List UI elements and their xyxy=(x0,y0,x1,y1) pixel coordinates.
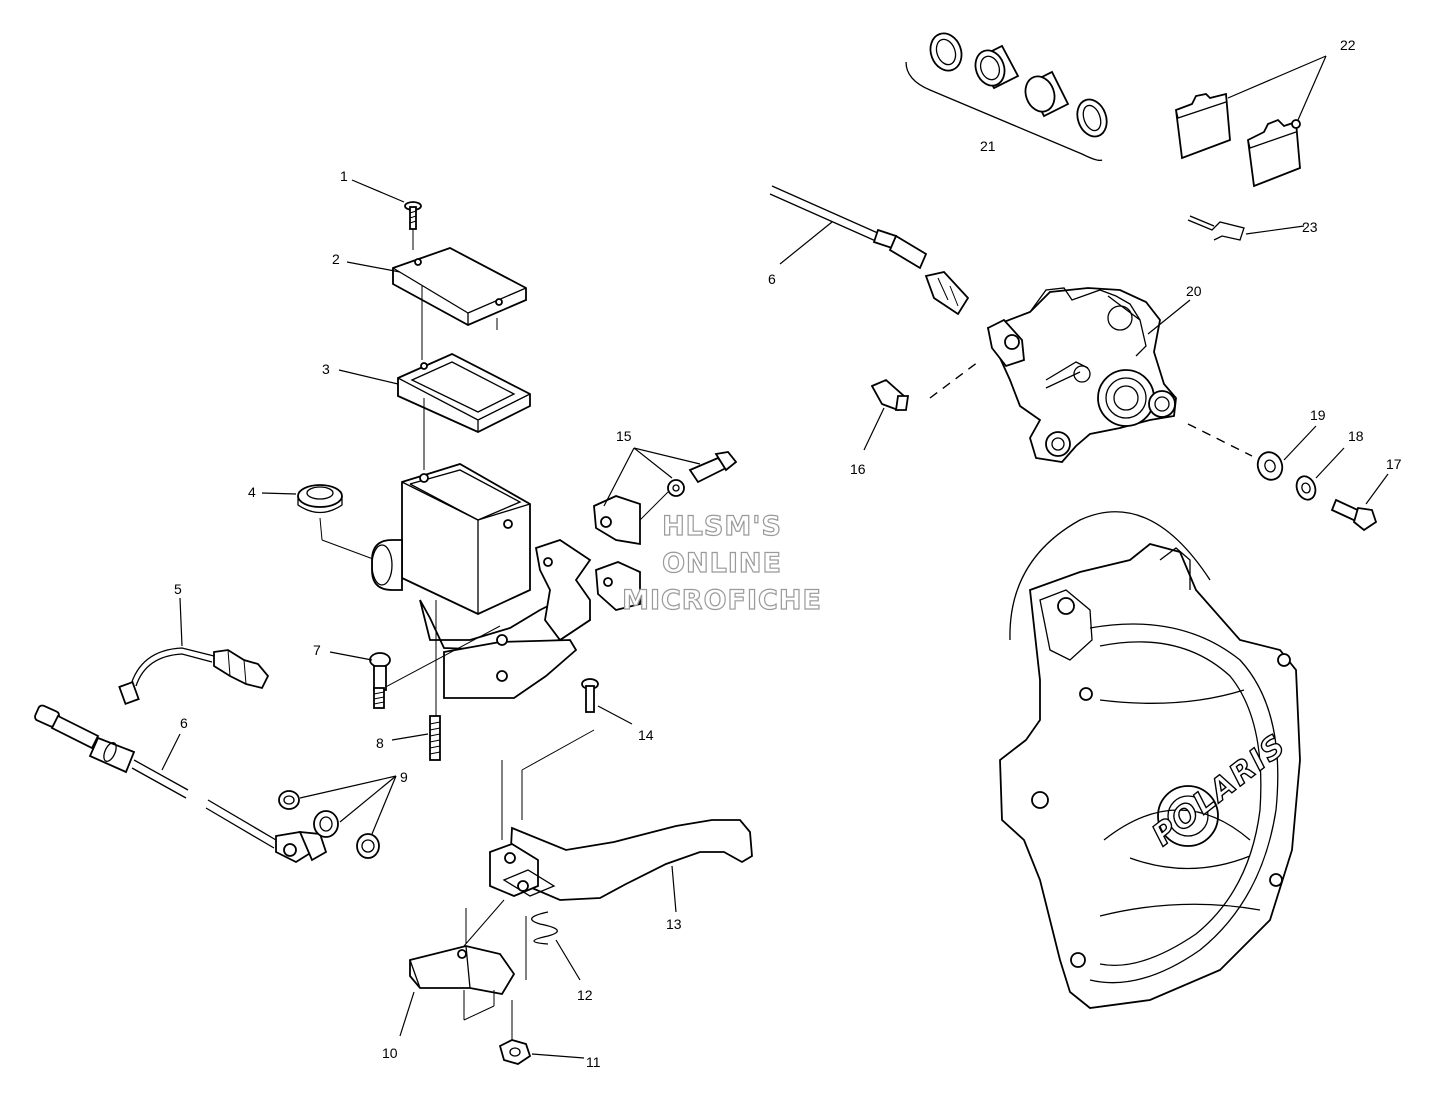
callout-6-right: 6 xyxy=(768,271,776,287)
part-15-clamp-bolts[interactable] xyxy=(593,451,738,611)
callout-7: 7 xyxy=(313,642,321,658)
part-16-bleeder-valve[interactable] xyxy=(870,361,979,412)
callout-20: 20 xyxy=(1186,283,1202,299)
watermark-line-2: ONLINE xyxy=(661,547,782,579)
part-11-nut[interactable] xyxy=(498,1000,532,1065)
part-10-lever-holder[interactable] xyxy=(409,899,516,1021)
callout-8: 8 xyxy=(376,735,384,751)
callout-3: 3 xyxy=(322,361,330,377)
part-2-reservoir-cover[interactable] xyxy=(392,247,527,360)
callout-13: 13 xyxy=(666,916,682,932)
part-22-brake-pads[interactable] xyxy=(1175,92,1301,188)
chaincase-cover[interactable] xyxy=(999,511,1301,1009)
part-4-seal[interactable] xyxy=(297,484,393,567)
part-1-screw[interactable] xyxy=(404,201,422,250)
callout-2: 2 xyxy=(332,251,340,267)
callout-6-left: 6 xyxy=(180,715,188,731)
callout-1: 1 xyxy=(340,168,348,184)
part-18-washer[interactable] xyxy=(1293,474,1318,503)
watermark-line-3: MICROFICHE xyxy=(621,584,822,616)
part-6-brake-line-right[interactable] xyxy=(769,185,970,316)
watermark: HLSM'S ONLINE MICROFICHE xyxy=(606,508,838,619)
part-3-gasket[interactable] xyxy=(397,353,531,470)
callout-16: 16 xyxy=(850,461,866,477)
part-21-pistons-seals[interactable] xyxy=(905,29,1112,162)
watermark-line-1: HLSM'S xyxy=(661,510,782,542)
part-6-brake-line-left[interactable] xyxy=(34,704,328,864)
callout-12: 12 xyxy=(577,987,593,1003)
part-17-bolt[interactable] xyxy=(1330,498,1378,532)
callout-11: 11 xyxy=(586,1054,601,1070)
callout-17: 17 xyxy=(1386,456,1402,472)
part-14-pin[interactable] xyxy=(581,678,599,713)
part-19-washer[interactable] xyxy=(1254,449,1286,484)
callout-19: 19 xyxy=(1310,407,1326,423)
callout-14: 14 xyxy=(638,727,654,743)
callout-4: 4 xyxy=(248,484,256,500)
callout-18: 18 xyxy=(1348,428,1364,444)
part-12-spring[interactable] xyxy=(525,911,558,980)
callout-10: 10 xyxy=(382,1045,398,1061)
part-13-brake-lever[interactable] xyxy=(489,729,753,901)
callout-15: 15 xyxy=(616,428,632,444)
part-7-bolt[interactable] xyxy=(369,652,391,709)
callout-5: 5 xyxy=(174,581,182,597)
callout-22: 22 xyxy=(1340,37,1356,53)
part-5-brake-switch[interactable] xyxy=(118,647,270,706)
callout-labels: 1 2 3 4 5 6 7 8 9 10 11 12 13 14 15 6 16… xyxy=(174,37,1402,1070)
callout-9: 9 xyxy=(400,769,408,785)
part-23-pad-clip[interactable] xyxy=(1187,215,1245,241)
part-8-pin[interactable] xyxy=(429,715,441,761)
callout-21: 21 xyxy=(980,138,996,154)
part-9-washers[interactable] xyxy=(278,790,380,859)
callout-23: 23 xyxy=(1302,219,1318,235)
master-cylinder-body[interactable] xyxy=(371,463,592,716)
leader-lines xyxy=(161,55,1389,1059)
part-20-caliper[interactable] xyxy=(986,287,1253,463)
